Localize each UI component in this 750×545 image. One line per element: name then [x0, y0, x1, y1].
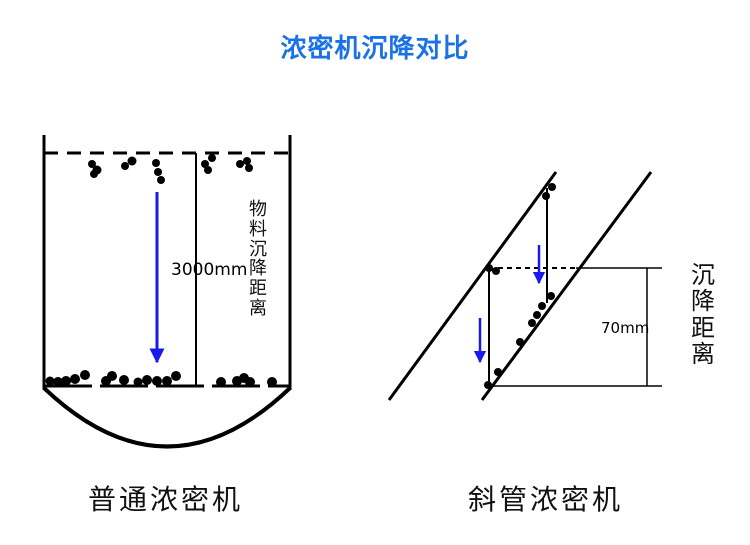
particle [533, 311, 541, 319]
particle [538, 302, 546, 310]
particle [53, 377, 63, 387]
tube-left-wall [387, 171, 558, 401]
tube-particles [484, 183, 556, 389]
particle [547, 292, 555, 300]
particle [152, 159, 160, 167]
settling-distance-label: 沉降距离 [691, 261, 715, 369]
tube-right-wall [480, 171, 653, 401]
conventional-thickener-caption: 普通浓密机 [88, 483, 244, 516]
particles-top [88, 154, 253, 184]
particle [494, 368, 502, 376]
particle [528, 319, 536, 327]
particle [516, 338, 524, 346]
particle [121, 162, 129, 170]
conventional-thickener: 3000mm [42, 135, 292, 449]
particle [162, 376, 172, 386]
particle [484, 381, 492, 389]
particle [492, 267, 500, 275]
particle [127, 156, 137, 166]
inclined-tube-thickener-caption: 斜管浓密机 [468, 483, 624, 516]
particle [245, 377, 255, 387]
particle [90, 170, 98, 178]
particle [171, 371, 181, 381]
particle [154, 168, 162, 176]
particle [80, 370, 90, 380]
particle [204, 166, 212, 174]
particle [485, 264, 493, 272]
particle [133, 377, 143, 387]
material-settling-distance-label: 物料沉降距离 [249, 199, 267, 319]
particle [548, 183, 556, 191]
inclined-tube-thickener: 70mm [387, 171, 662, 401]
particle [119, 375, 129, 385]
particle [236, 160, 244, 168]
particles-bottom [45, 370, 277, 387]
dimension-label: 70mm [601, 319, 649, 337]
particle [267, 377, 277, 387]
page-title: 浓密机沉降对比 [280, 34, 470, 64]
particle [157, 176, 165, 184]
particle [245, 164, 253, 172]
particle [70, 374, 80, 384]
particle [142, 375, 152, 385]
particle [61, 376, 71, 386]
particle [542, 192, 550, 200]
particle [45, 376, 55, 386]
particle [201, 160, 209, 168]
depth-label: 3000mm [171, 260, 247, 280]
particle [243, 157, 251, 165]
particle [152, 376, 162, 386]
tank-curved-bottom [42, 386, 292, 449]
particle [216, 377, 226, 387]
particle [88, 160, 96, 168]
particle [107, 371, 117, 381]
particle [208, 154, 216, 162]
